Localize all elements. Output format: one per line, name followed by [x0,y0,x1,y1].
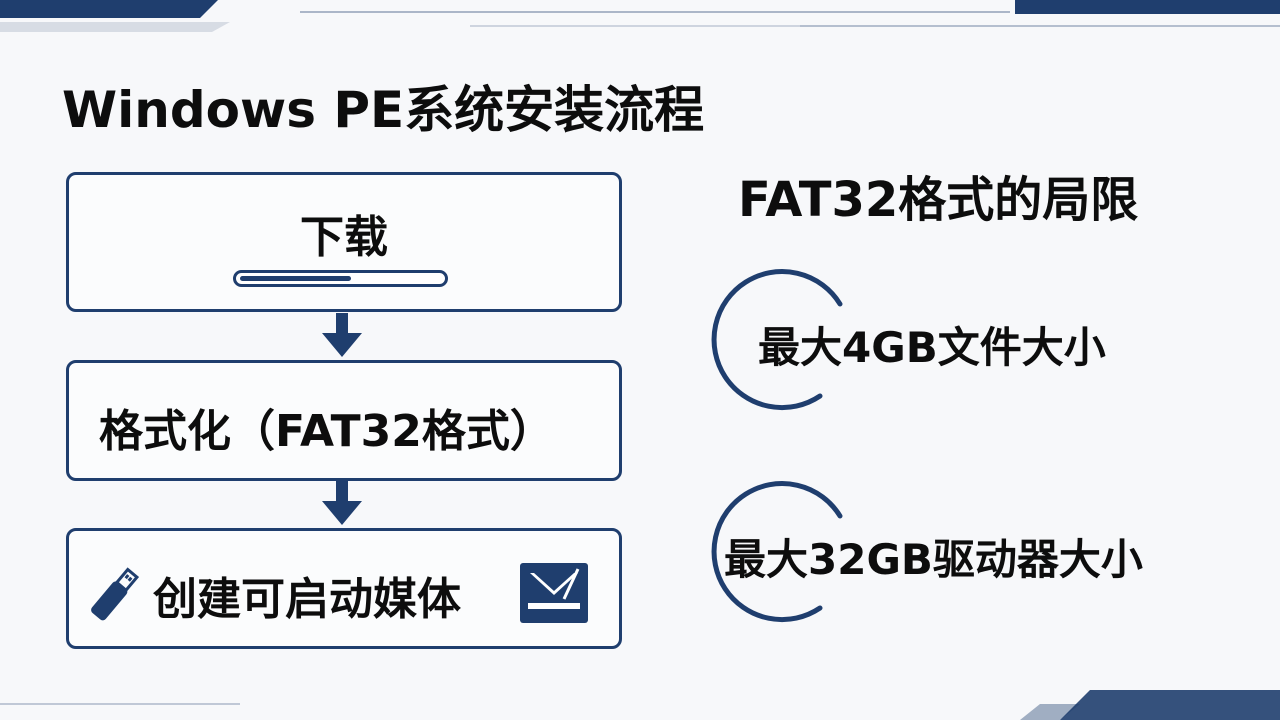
usb-drive-icon [91,567,140,621]
limits-title: FAT32格式的局限 [738,172,1139,228]
page-title: Windows PE系统安装流程 [62,81,705,139]
step-media-label: 创建可启动媒体 [153,574,461,625]
step-media-box: 创建可启动媒体 [66,528,622,649]
bootable-media-icon [520,563,588,623]
step-download-box: 下载 [66,172,622,312]
step-format-label: 格式化（FAT32格式） [99,406,554,457]
download-progress-fill [240,276,351,281]
down-arrow-icon [322,313,362,357]
step-format-box: 格式化（FAT32格式） [66,360,622,481]
limit-item: 最大32GB驱动器大小 [700,476,1280,636]
circle-arc-decoration [711,481,843,623]
circle-arc-decoration [711,269,843,411]
limit-file-size-label: 最大4GB文件大小 [758,323,1106,372]
limit-item: 最大4GB文件大小 [700,264,1280,424]
step-download-label: 下载 [300,212,388,263]
down-arrow-icon [322,481,362,525]
limit-drive-size-label: 最大32GB驱动器大小 [724,535,1143,584]
download-progress-bar [233,270,448,287]
